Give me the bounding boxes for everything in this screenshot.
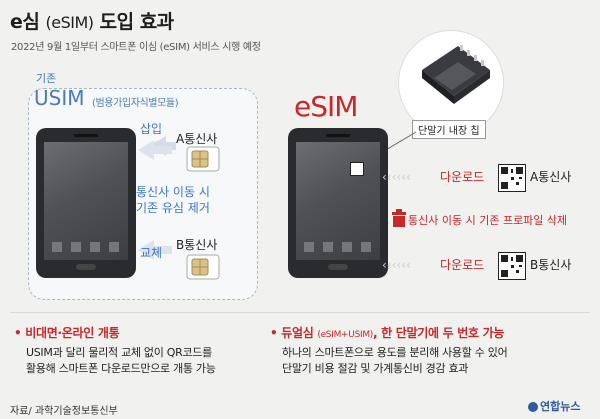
left-bullet-body: USIM과 달리 물리적 교체 없이 QR코드를 활용해 스마트폰 다운로드만으…	[26, 346, 216, 375]
qr-code-icon	[498, 252, 526, 280]
download-a: 다운로드	[440, 170, 485, 184]
sim-card-icon	[186, 146, 220, 172]
usim-move-note: 통신사 이동 시 기존 유심 제거	[136, 185, 210, 215]
usim-carrier-b: B통신사	[176, 238, 218, 252]
swap-label: 교체	[140, 246, 163, 260]
right-bullet-body: 하나의 스마트폰으로 용도를 분리해 사용할 수 있어 단말기 비용 절감 및 …	[282, 346, 508, 375]
embedded-chip	[350, 162, 364, 176]
right-bullet-title: • 듀얼심 (eSIM+USIM), 한 단말기에 두 번호 가능	[270, 326, 505, 340]
trash-icon	[392, 209, 406, 227]
phone-home-button	[328, 264, 348, 270]
esim-label: eSIM	[294, 90, 358, 123]
usim-carrier-a: A통신사	[176, 132, 218, 146]
sim-card-icon	[186, 254, 220, 280]
logo-mark-icon	[528, 402, 538, 412]
usim-caption-old: 기존	[36, 72, 57, 85]
arrow-left-icon: ‹‹‹‹‹‹	[382, 170, 411, 184]
usim-label-paren: (범용가입자식별모듈)	[92, 98, 179, 109]
chip-icon	[422, 45, 490, 104]
arrow-left-icon	[138, 240, 172, 260]
esim-delete-note: 통신사 이동 시 기존 프로파일 삭제	[408, 214, 568, 227]
qr-code-icon	[498, 164, 526, 192]
download-b: 다운로드	[440, 258, 485, 272]
yonhap-logo: 연합뉴스	[528, 398, 580, 414]
phone-speaker	[326, 134, 350, 137]
section-divider	[10, 312, 590, 313]
source-credit: 자료/ 과학기술정보통신부	[10, 406, 118, 417]
page-title: e심 (eSIM) 도입 효과	[10, 11, 174, 33]
insert-label: 삽입	[140, 122, 163, 136]
arrow-left-icon	[138, 140, 172, 160]
svg-text:‹‹‹‹‹‹: ‹‹‹‹‹‹	[382, 258, 411, 272]
esim-carrier-a: A통신사	[530, 170, 572, 184]
phone-screen	[296, 142, 380, 260]
arrow-left-icon: ‹‹‹‹‹‹	[382, 258, 411, 272]
left-bullet-title: • 비대면·온라인 개통	[14, 326, 120, 340]
esim-carrier-b: B통신사	[530, 258, 572, 272]
usim-phone	[36, 128, 136, 278]
phone-home-button	[76, 264, 96, 270]
svg-text:‹‹‹‹‹‹: ‹‹‹‹‹‹	[382, 170, 411, 184]
page-subtitle: 2022년 9월 1일부터 스마트폰 이심 (eSIM) 서비스 시행 예정	[11, 42, 261, 53]
phone-speaker	[74, 134, 98, 137]
usim-label: USIM	[34, 86, 85, 110]
chip-caption: 단말기 내장 칩	[412, 120, 486, 139]
esim-phone	[288, 128, 388, 278]
phone-screen	[44, 142, 128, 260]
